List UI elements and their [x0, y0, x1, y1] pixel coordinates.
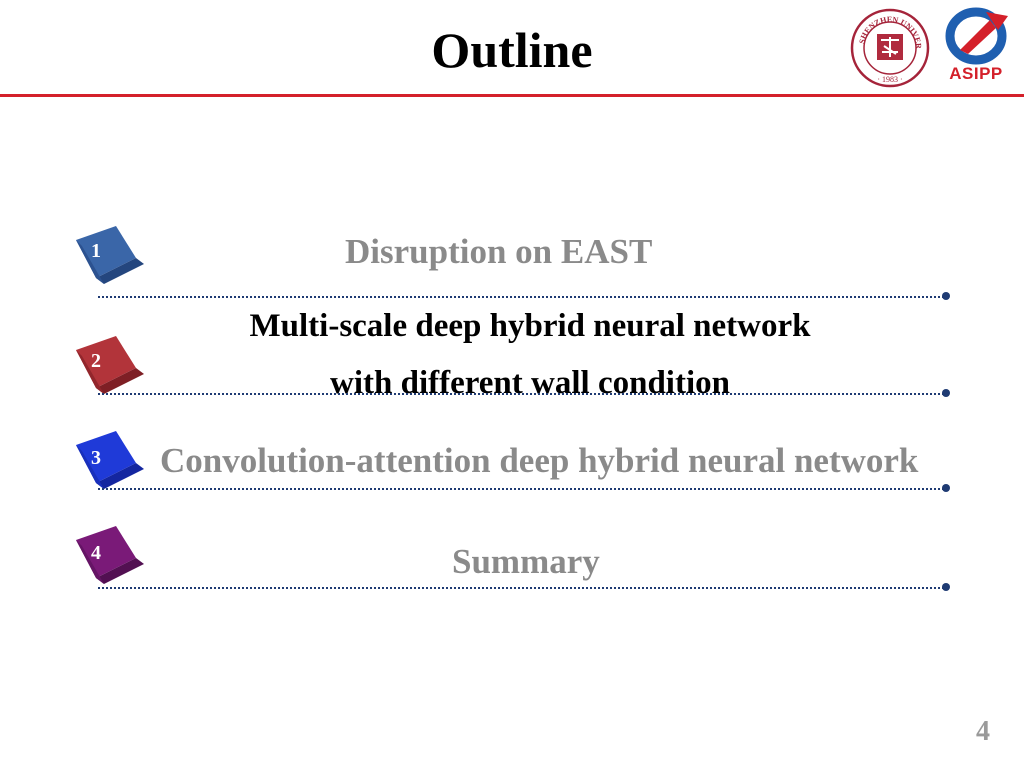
cube-icon — [76, 226, 144, 284]
university-seal-logo: SHENZHEN UNIVERSITY · 1983 · — [850, 8, 930, 88]
item-number: 4 — [91, 542, 101, 564]
separator-end-dot — [942, 389, 950, 397]
outline-item-3[interactable]: 3 Convolution-attention deep hybrid neur… — [0, 425, 1024, 525]
outline-item-2[interactable]: 2 Multi-scale deep hybrid neural network… — [0, 300, 1024, 401]
cube-icon — [76, 431, 144, 489]
item-number: 3 — [91, 447, 101, 469]
page-number: 4 — [976, 716, 990, 747]
asipp-logo: ASIPP — [938, 6, 1014, 90]
item-number: 1 — [91, 240, 101, 262]
item-label: Summary — [452, 542, 600, 581]
separator-end-dot — [942, 292, 950, 300]
asipp-label: ASIPP — [949, 64, 1003, 83]
svg-text:· 1983 ·: · 1983 · — [877, 75, 902, 84]
dotted-separator — [98, 393, 944, 395]
outline-item-1[interactable]: 1 Disruption on EAST — [0, 220, 1024, 320]
item-label: Convolution-attention deep hybrid neural… — [160, 441, 919, 480]
dotted-separator — [98, 296, 944, 298]
asipp-emblem-icon — [945, 7, 1008, 65]
separator-end-dot — [942, 583, 950, 591]
dotted-separator — [98, 488, 944, 490]
item-number: 2 — [91, 350, 101, 372]
slide-title: Outline — [431, 22, 593, 78]
item-label-line-2: with different wall condition — [330, 365, 730, 401]
outline-item-4[interactable]: 4 Summary — [0, 520, 1024, 620]
separator-end-dot — [942, 484, 950, 492]
dotted-separator — [98, 587, 944, 589]
item-label: Disruption on EAST — [345, 232, 653, 271]
cube-icon — [76, 336, 144, 394]
cube-icon — [76, 526, 144, 584]
header-divider — [0, 94, 1024, 97]
item-label-line-1: Multi-scale deep hybrid neural network — [249, 308, 811, 344]
